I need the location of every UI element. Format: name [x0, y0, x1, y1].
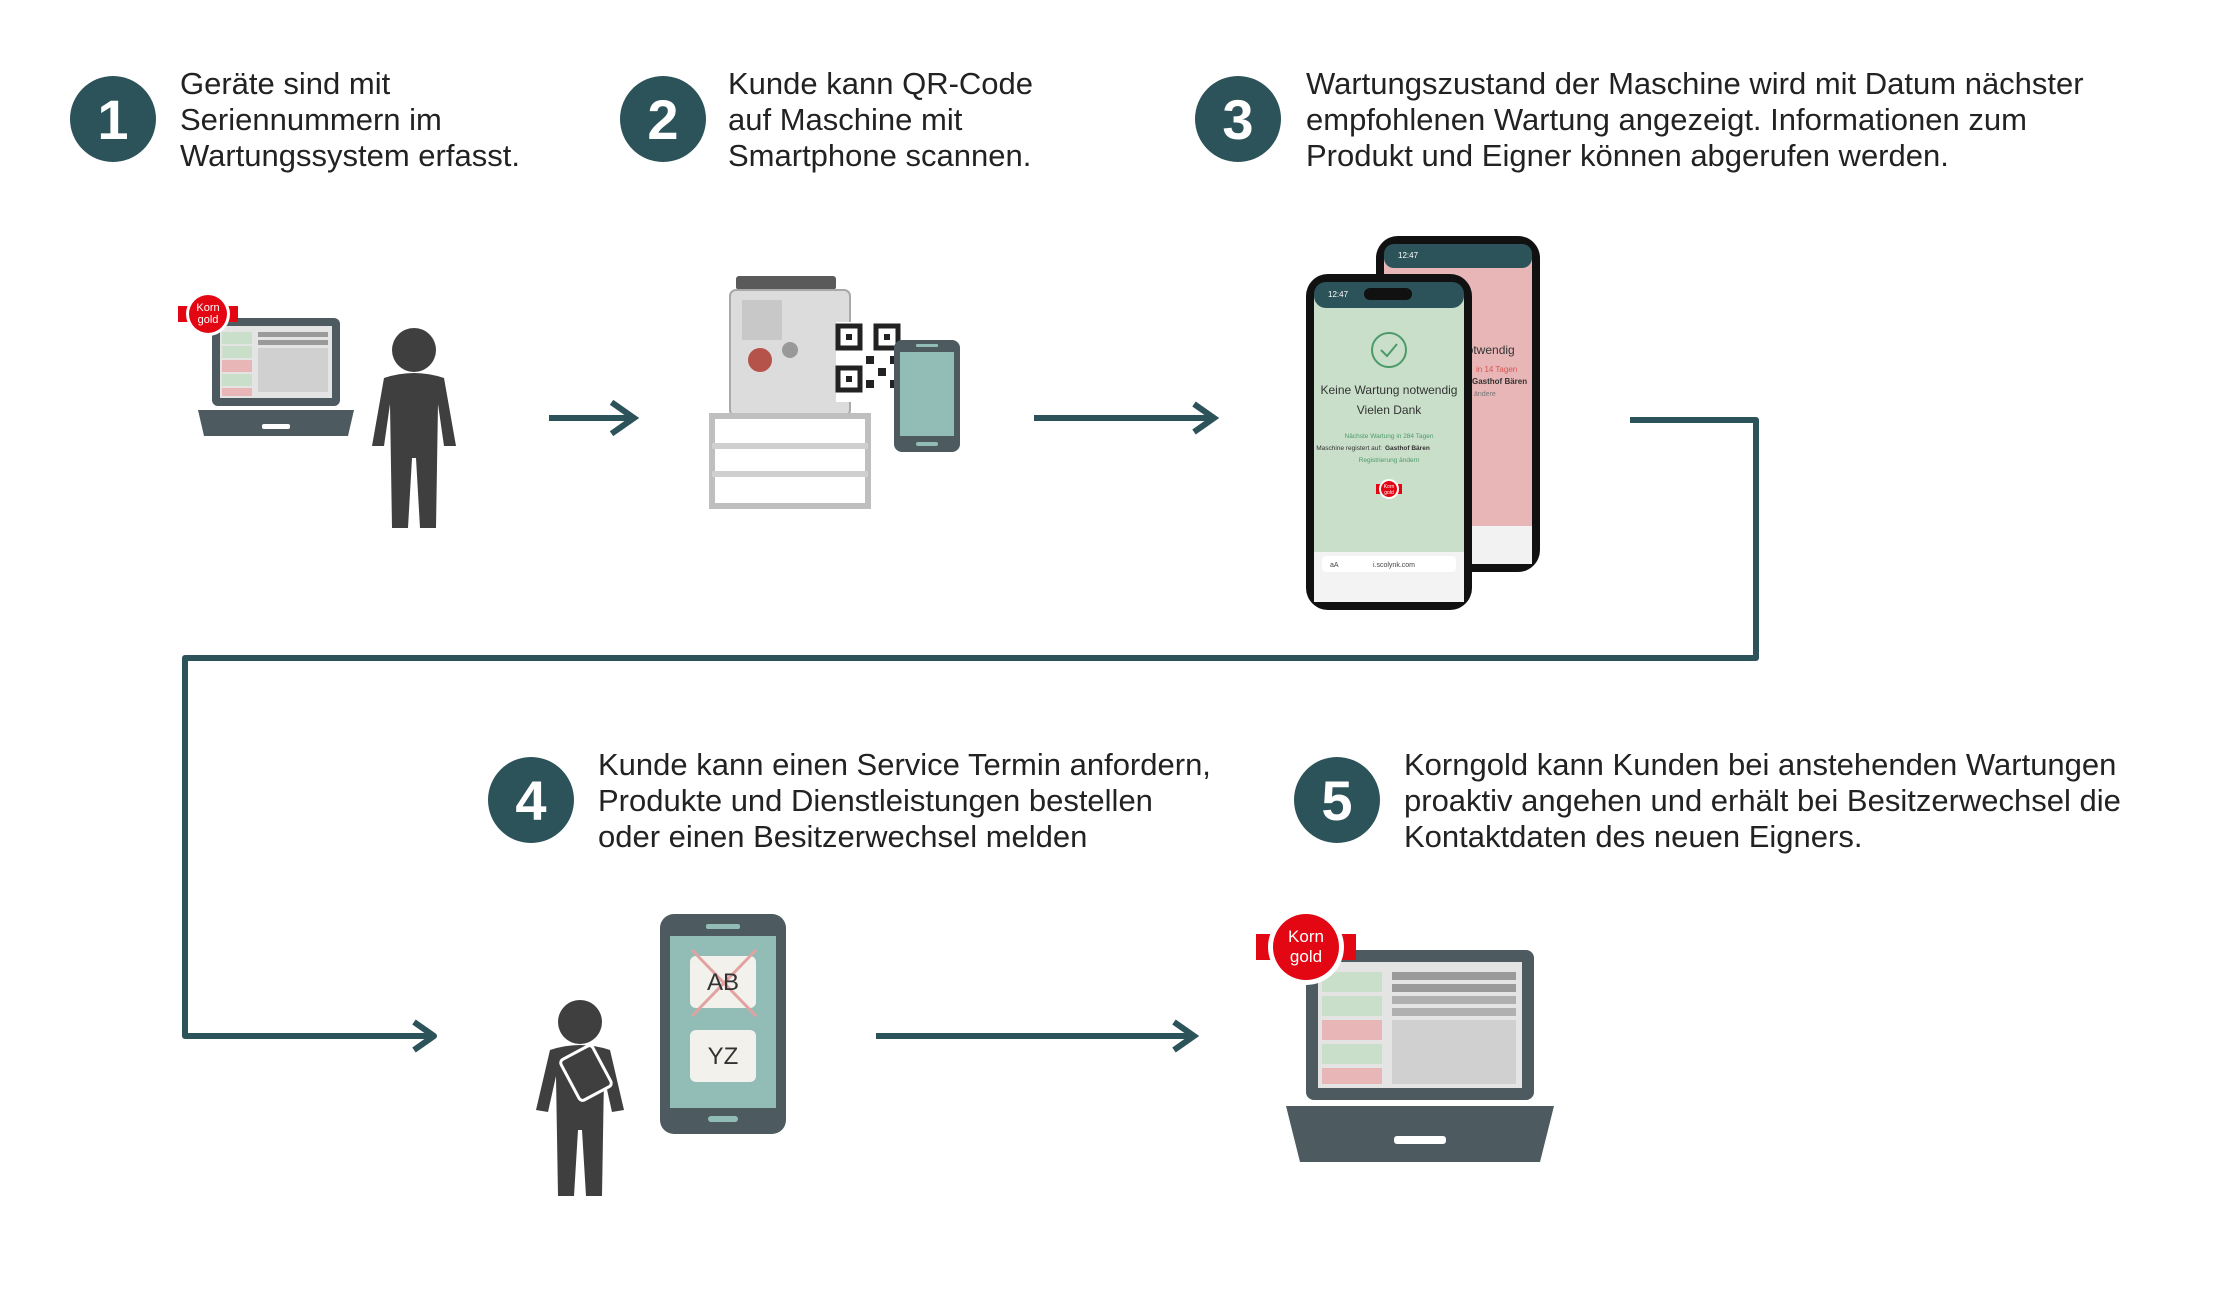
step-1-text: Geräte sind mit Seriennummern im Wartung…	[180, 66, 520, 173]
step-2-badge: 2	[620, 76, 706, 162]
flow-arrow-4-to-5	[876, 1019, 1200, 1053]
step-4-text: Kunde kann einen Service Termin anforder…	[598, 747, 1211, 854]
step-3-phone-front	[1306, 274, 1472, 610]
front-phone-url: i.scolynk.com	[1373, 562, 1415, 569]
step-4-badge: 4	[488, 757, 574, 843]
step-5-text: Korngold kann Kunden bei anstehenden War…	[1404, 747, 2121, 854]
back-phone-due: in 14 Tagen	[1476, 365, 1517, 374]
old-owner-label: AB	[707, 969, 739, 996]
step-5-logo-line1: Korn	[1288, 927, 1324, 946]
front-phone-url-prefix: aA	[1330, 562, 1339, 569]
front-phone-change-link: Registrierung ändern	[1359, 457, 1420, 464]
step-1-person-icon	[372, 328, 456, 528]
step-2-smartphone	[894, 340, 960, 452]
step-5-laptop	[1286, 950, 1554, 1162]
front-phone-registered-label: Maschine registert auf:	[1316, 445, 1382, 452]
front-phone-registered-name: Gasthof Bären	[1385, 445, 1430, 452]
flow-arrow-2-to-3	[1034, 401, 1220, 435]
front-phone-next-service: Nächste Wartung in 284 Tagen	[1345, 433, 1434, 440]
front-phone-heading: Keine Wartung notwendig	[1321, 383, 1458, 397]
front-phone-logo-line2: gold	[1384, 490, 1394, 496]
front-phone-logo-line1: Korn	[1384, 484, 1395, 490]
step-1-korngold-logo	[178, 292, 238, 336]
step-3-badge: 3	[1195, 76, 1281, 162]
front-phone-time: 12:47	[1328, 290, 1349, 299]
back-phone-owner: Gasthof Bären	[1472, 377, 1527, 386]
step-2-machine	[709, 276, 871, 509]
step-5-badge: 5	[1294, 757, 1380, 843]
back-phone-heading: notwendig	[1460, 343, 1515, 357]
step-5-logo-line2: gold	[1290, 947, 1322, 966]
flow-connector-3-to-4	[182, 417, 1759, 1053]
back-phone-time: 12:47	[1398, 251, 1419, 260]
step-5-korngold-logo	[1256, 909, 1356, 985]
back-phone-extra: ändere	[1474, 391, 1496, 398]
step-1-logo-line1: Korn	[196, 302, 219, 314]
step-1-laptop	[198, 318, 354, 436]
step-1-logo-line2: gold	[198, 314, 219, 326]
step-4-person-icon	[536, 1000, 624, 1196]
step-1-badge: 1	[70, 76, 156, 162]
new-owner-label: YZ	[708, 1043, 739, 1070]
front-phone-subheading: Vielen Dank	[1357, 403, 1422, 417]
step-2-text: Kunde kann QR-Code auf Maschine mit Smar…	[728, 66, 1034, 173]
flow-arrow-1-to-2	[549, 399, 640, 437]
step-3-text: Wartungszustand der Maschine wird mit Da…	[1306, 66, 2084, 173]
step-4-smartphone	[660, 914, 786, 1134]
